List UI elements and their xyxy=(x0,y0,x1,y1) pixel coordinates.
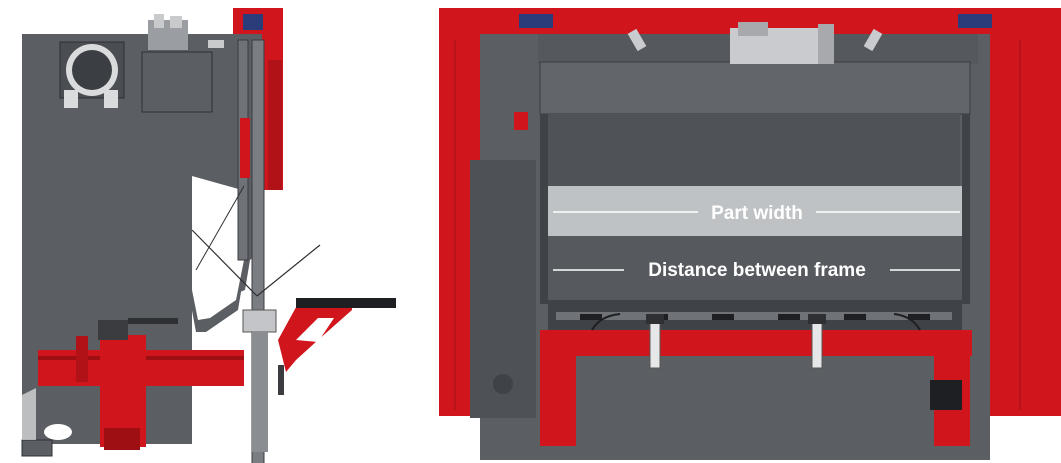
distance-between-frame-label: Distance between frame xyxy=(648,260,866,281)
part-width-label: Part width xyxy=(711,203,803,224)
part-width-band xyxy=(548,186,962,236)
side-view xyxy=(21,8,396,463)
front-backgauge xyxy=(540,330,972,356)
distance-between-frame-label-group: Distance between frame xyxy=(553,260,960,281)
front-view xyxy=(439,8,1061,460)
part-width-label-group: Part width xyxy=(553,203,960,224)
